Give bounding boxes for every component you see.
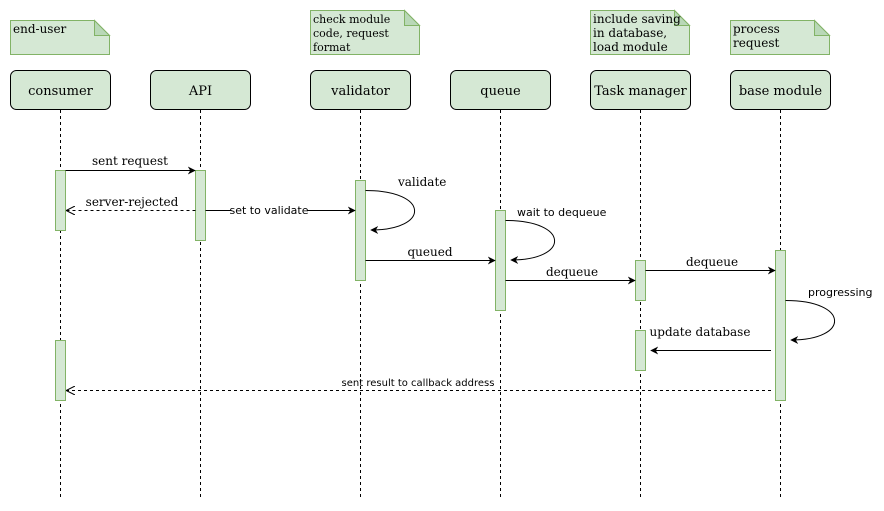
note-check-module: check module code, request format	[310, 9, 421, 55]
message-validate-label: validate	[397, 175, 446, 189]
participant-validator-label: validator	[330, 84, 391, 99]
activation-queue	[495, 210, 506, 311]
message-wait-to-dequeue-label: wait to dequeue	[517, 206, 607, 219]
note-include-saving-line-1: include saving	[593, 12, 681, 26]
activation-task-manager-2	[635, 330, 646, 371]
note-end-user: end-user	[10, 19, 111, 55]
participant-task-manager: Task manager	[590, 70, 691, 110]
note-process-request: process request	[730, 19, 831, 55]
participant-queue: queue	[450, 70, 551, 110]
participant-api-label: API	[188, 84, 212, 99]
message-update-database-label: update database	[650, 325, 751, 339]
note-check-module-line-2: code, request	[313, 27, 389, 40]
message-sent-result: sent result to callback address	[67, 378, 771, 391]
note-include-saving-line-3: load module	[593, 40, 668, 54]
participant-api: API	[150, 70, 251, 110]
message-sent-request: sent request	[65, 154, 196, 175]
message-set-to-validate-label: set to validate	[229, 204, 308, 217]
message-progressing: progressing	[785, 286, 873, 344]
message-progressing-label: progressing	[808, 286, 873, 299]
participant-validator: validator	[310, 70, 411, 110]
message-queued: queued	[365, 245, 496, 265]
message-dequeue-2-label: dequeue	[686, 255, 738, 269]
activation-base-module	[775, 250, 786, 401]
note-check-module-line-1: check module	[313, 13, 390, 26]
message-server-rejected-label: server-rejected	[86, 195, 179, 209]
message-server-rejected: server-rejected	[67, 195, 196, 211]
participant-consumer-label: consumer	[28, 84, 94, 99]
participant-task-manager-label: Task manager	[594, 84, 687, 99]
note-check-module-line-3: format	[313, 41, 351, 54]
note-process-request-line-1: process	[733, 22, 780, 36]
note-include-saving: include saving in database, load module	[590, 9, 691, 55]
message-sent-request-label: sent request	[92, 154, 168, 168]
activation-api	[195, 170, 206, 241]
note-include-saving-line-2: in database,	[593, 26, 667, 40]
participant-base-module: base module	[730, 70, 831, 110]
note-process-request-line-2: request	[733, 36, 780, 50]
message-dequeue-to-base-module: dequeue	[645, 255, 776, 275]
message-dequeue-1-label: dequeue	[546, 265, 598, 279]
message-validate: validate	[365, 175, 446, 234]
activation-task-manager-1	[635, 260, 646, 301]
participant-queue-label: queue	[480, 84, 521, 99]
message-set-to-validate: set to validate	[205, 203, 356, 217]
message-sent-result-label: sent result to callback address	[342, 378, 495, 389]
message-queued-label: queued	[407, 245, 452, 259]
message-update-database: update database	[650, 325, 771, 355]
activation-consumer-1	[55, 170, 66, 231]
activation-validator	[355, 180, 366, 281]
activation-consumer-2	[55, 340, 66, 401]
message-dequeue-to-task-manager: dequeue	[505, 265, 636, 285]
participant-base-module-label: base module	[739, 84, 823, 99]
participant-consumer: consumer	[10, 70, 111, 110]
message-wait-to-dequeue: wait to dequeue	[505, 206, 607, 264]
note-end-user-line-1: end-user	[13, 22, 67, 36]
